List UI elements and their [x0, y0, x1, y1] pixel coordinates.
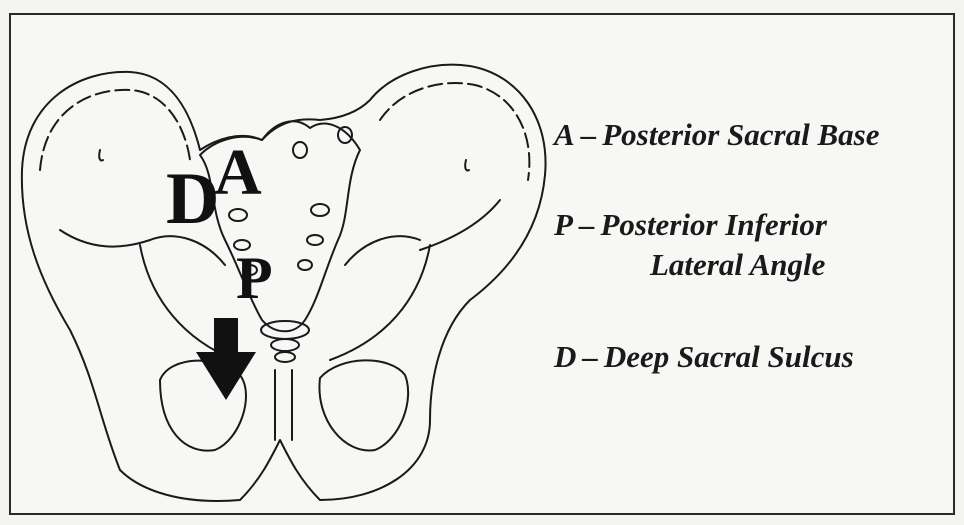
pelvis-outline	[22, 65, 546, 501]
legend-separator: –	[575, 117, 603, 152]
legend-text: Deep Sacral Sulcus	[604, 339, 854, 374]
legend-item-a: A–Posterior Sacral Base	[554, 118, 879, 152]
legend-item-p: P–Posterior Inferior Lateral Angle	[554, 208, 827, 282]
legend-text-line2: Lateral Angle	[554, 248, 827, 282]
marker-d: D	[166, 162, 219, 236]
legend-letter: D	[554, 339, 576, 374]
arrow-down-icon	[196, 318, 256, 400]
legend-separator: –	[576, 339, 604, 374]
marker-a: A	[214, 140, 262, 206]
coccyx	[261, 321, 309, 339]
right-iliac-rim	[380, 83, 529, 180]
marker-p: P	[236, 248, 273, 308]
legend-separator: –	[573, 207, 601, 242]
legend-item-d: D–Deep Sacral Sulcus	[554, 340, 854, 374]
right-obturator-foramen	[319, 360, 408, 450]
legend-text: Posterior Inferior	[600, 207, 827, 242]
legend-text: Posterior Sacral Base	[602, 117, 879, 152]
legend-letter: A	[554, 117, 575, 152]
legend-letter: P	[554, 207, 573, 242]
